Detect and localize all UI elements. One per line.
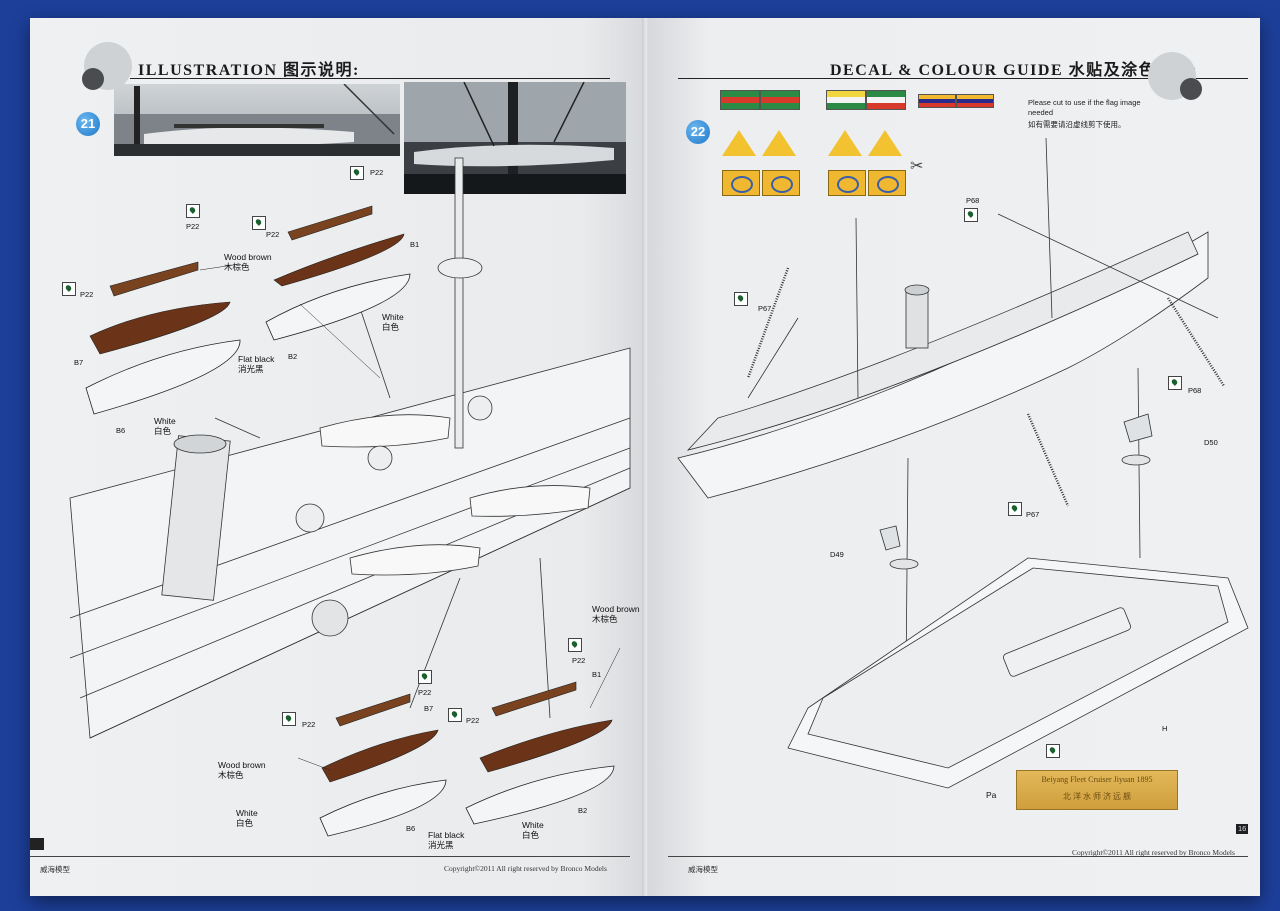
paint-icon <box>964 208 978 222</box>
footer-brand: 威海模型 <box>688 865 718 874</box>
part-label: P22 <box>266 230 280 239</box>
colour-label-cn: 白色 <box>382 322 400 332</box>
colour-label: Flat black <box>238 354 275 364</box>
part-label: B7 <box>74 358 84 367</box>
footer-copyright: Copyright©2011 All right reserved by Bro… <box>1072 848 1235 857</box>
part-label: P22 <box>466 716 480 725</box>
nameplate-line-2: 北 洋 水 师 济 远 舰 <box>1063 792 1131 801</box>
instruction-booklet: ILLUSTRATION 图示说明: 21 <box>30 18 1260 896</box>
photo-1-art <box>114 84 400 156</box>
footer-rule <box>668 856 1248 857</box>
booklet-spine <box>642 18 650 896</box>
part-label: P67 <box>1026 510 1040 519</box>
colour-label-cn: 白色 <box>236 818 254 828</box>
step-number: 21 <box>76 112 100 136</box>
part-label: D49 <box>830 550 844 559</box>
paint-icon <box>1046 744 1060 758</box>
part-label: B1 <box>410 240 420 249</box>
part-label: P22 <box>572 656 586 665</box>
colour-label: Wood brown <box>224 252 272 262</box>
page-title: ILLUSTRATION 图示说明: <box>138 62 360 79</box>
colour-label: Wood brown <box>218 760 266 770</box>
nameplate-line-1: Beiyang Fleet Cruiser Jiyuan 1895 <box>1041 775 1153 784</box>
part-label: Pa <box>986 790 997 800</box>
paint-icon <box>568 638 582 652</box>
colour-label-cn: 白色 <box>522 830 540 840</box>
right-line-art <box>677 137 1249 789</box>
part-label: P22 <box>418 688 432 697</box>
page-number: 16 <box>1236 824 1249 834</box>
header-disc-dark <box>82 68 104 90</box>
colour-label: Flat black <box>428 830 465 840</box>
colour-label: White <box>154 416 176 426</box>
colour-label: White <box>382 312 404 322</box>
part-label: P22 <box>80 290 94 299</box>
paint-icon <box>734 292 748 306</box>
colour-label-cn: 木棕色 <box>218 770 244 780</box>
paint-icon <box>252 216 266 230</box>
page-title: DECAL & COLOUR GUIDE 水贴及涂色指示: <box>830 62 1198 79</box>
right-page: DECAL & COLOUR GUIDE 水贴及涂色指示: 22 ✂ Pleas… <box>648 18 1260 896</box>
paint-icon <box>448 708 462 722</box>
flag-decal <box>866 90 906 110</box>
part-label: P67 <box>758 304 772 313</box>
part-label: B2 <box>578 806 588 815</box>
footer-brand: 威海模型 <box>40 865 70 874</box>
colour-label-cn: 木棕色 <box>224 262 250 272</box>
dragon-flag <box>722 170 760 196</box>
colour-label-cn: 消光黑 <box>428 840 454 850</box>
part-label: B6 <box>116 426 126 435</box>
part-label: P22 <box>370 168 384 177</box>
part-label: B7 <box>424 704 434 713</box>
flag-note-cn: 如有需要请沿虚线剪下使用。 <box>1028 120 1126 129</box>
colour-label-cn: 消光黑 <box>238 364 264 374</box>
part-label: D50 <box>1204 438 1218 447</box>
part-label: H <box>1162 724 1168 733</box>
boat-group-bottom <box>319 681 615 837</box>
left-line-art <box>69 157 631 837</box>
paint-icon <box>282 712 296 726</box>
part-label: P68 <box>1188 386 1202 395</box>
scissors-icon: ✂ <box>910 158 924 175</box>
paint-icon <box>1168 376 1182 390</box>
page-number-tab <box>30 838 44 850</box>
dragon-flag <box>828 170 866 196</box>
reference-photo-1 <box>114 84 400 156</box>
header-disc-dark <box>1180 78 1202 100</box>
part-label: B1 <box>592 670 602 679</box>
dragon-flag <box>868 170 906 196</box>
footer-copyright: Copyright©2011 All right reserved by Bro… <box>444 864 607 873</box>
part-label: P22 <box>302 720 316 729</box>
flag-note: Please cut to use if the flag image need… <box>1028 98 1141 117</box>
boat-group-top <box>85 205 411 415</box>
paint-icon <box>186 204 200 218</box>
colour-label-cn: 木棕色 <box>592 614 618 624</box>
left-page: ILLUSTRATION 图示说明: 21 <box>30 18 644 896</box>
paint-icon <box>1008 502 1022 516</box>
part-label: B2 <box>288 352 298 361</box>
colour-label: Wood brown <box>592 604 640 614</box>
dragon-flag <box>762 170 800 196</box>
colour-label: White <box>522 820 544 830</box>
colour-label-cn: 白色 <box>154 426 172 436</box>
flag-decal <box>720 90 760 110</box>
flag-decal <box>956 94 994 108</box>
paint-icon <box>418 670 432 684</box>
step-number: 22 <box>686 120 710 144</box>
nameplate-decal: Beiyang Fleet Cruiser Jiyuan 1895 北 洋 水 … <box>1016 770 1178 810</box>
part-label: P22 <box>186 222 200 231</box>
paint-icon <box>62 282 76 296</box>
header-rule <box>678 78 1248 79</box>
colour-label: White <box>236 808 258 818</box>
footer-rule <box>30 856 630 857</box>
flag-decal <box>826 90 866 110</box>
paint-icon <box>350 166 364 180</box>
part-label: P68 <box>966 196 980 205</box>
flag-decal <box>760 90 800 110</box>
header-rule <box>130 78 610 79</box>
part-label: B6 <box>406 824 416 833</box>
flag-decal <box>918 94 956 108</box>
